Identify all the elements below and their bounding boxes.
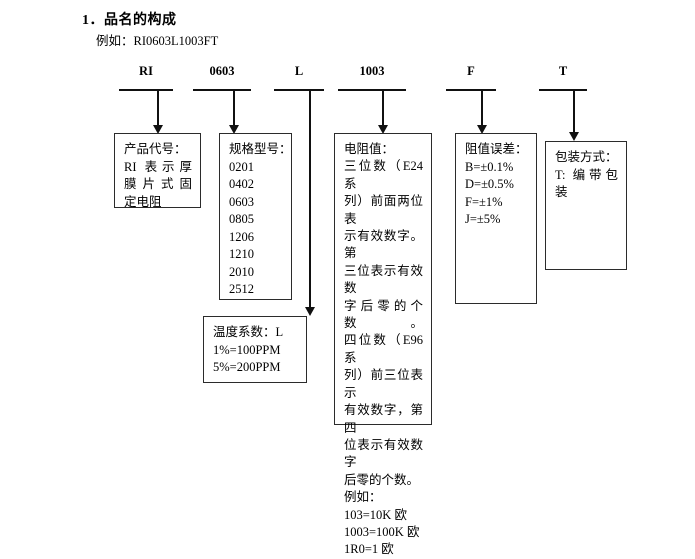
connector-stem-packaging [573, 89, 575, 134]
tempco-line-2: 5%=200PPM [213, 360, 281, 374]
size-value-0805: 0805 [229, 212, 254, 226]
arrowhead-tempco [305, 307, 315, 316]
size-value-0603: 0603 [229, 194, 254, 209]
example-line: 例如：RI0603L1003FT [96, 30, 218, 49]
box-tempco-heading: 温度系数：L [213, 325, 284, 339]
box-product-code: 产品代号： RI 表示厚 膜片式固 定电阻 [114, 133, 201, 209]
arrowhead-packaging [569, 132, 579, 141]
connector-bar-product [119, 89, 173, 91]
box-product-line-2: 膜片式固 [124, 177, 192, 191]
code-label-resistance: 1003 [359, 64, 385, 78]
resistance-line-10: 后零的个数。 [344, 472, 420, 487]
size-value-2010: 2010 [229, 264, 254, 279]
tolerance-line-d: D=±0.5% [465, 177, 514, 191]
connector-stem-tolerance [481, 89, 483, 127]
box-size-code: 规格型号： 0201 0402 0603 0805 1206 1210 2010… [219, 133, 292, 300]
connector-bar-size [193, 89, 251, 91]
box-tolerance-heading: 阻值误差： [465, 142, 528, 156]
tolerance-line-b: B=±0.1% [465, 159, 514, 174]
resistance-line-3: 示有效数字。第 [344, 229, 423, 261]
box-packaging: 包装方式： T: 编带包 装 [545, 141, 627, 270]
resistance-example-label: 例如： [344, 490, 382, 505]
connector-bar-tempco [274, 89, 324, 91]
box-product-heading: 产品代号： [124, 142, 187, 156]
box-resistance-value: 电阻值： 三位数（E24 系 列）前面两位表 示有效数字。第 三位表示有效数 字… [334, 133, 432, 556]
arrowhead-product [153, 125, 163, 134]
connector-stem-resistance [382, 89, 384, 127]
box-product-line-3: 定电阻 [124, 194, 162, 209]
resistance-line-1: 三位数（E24 系 [344, 159, 423, 191]
connector-bar-packaging [539, 89, 587, 91]
box-resistance-heading: 电阻值： [344, 142, 395, 156]
resistance-line-2: 列）前面两位表 [344, 194, 423, 226]
code-label-product: RI [139, 64, 153, 78]
size-value-0402: 0402 [229, 177, 254, 191]
code-label-size: 0603 [209, 64, 235, 78]
resistance-line-8: 有效数字，第四 [344, 403, 423, 435]
size-value-2512: 2512 [229, 282, 254, 296]
resistance-example-2: 1003=100K 欧 [344, 524, 420, 539]
resistance-line-7: 列）前三位表示 [344, 368, 423, 400]
packaging-line-2: 装 [555, 185, 568, 199]
connector-stem-tempco [309, 89, 311, 310]
connector-bar-tolerance [446, 89, 496, 91]
size-value-1210: 1210 [229, 247, 254, 261]
box-temperature-coefficient: 温度系数：L 1%=100PPM 5%=200PPM [203, 316, 307, 383]
arrowhead-size [229, 125, 239, 134]
code-label-packaging: T [558, 64, 568, 78]
example-label: 例如： [96, 34, 134, 48]
section-number: 1． [82, 13, 104, 28]
tolerance-line-j: J=±5% [465, 212, 501, 226]
code-label-tempco: L [294, 64, 304, 78]
packaging-line-1: T: 编带包 [555, 167, 618, 182]
resistance-example-1: 103=10K 欧 [344, 507, 407, 522]
connector-stem-size [233, 89, 235, 127]
connector-bar-resistance [338, 89, 406, 91]
size-value-0201: 0201 [229, 159, 254, 174]
tempco-line-1: 1%=100PPM [213, 342, 281, 357]
arrowhead-resistance [378, 125, 388, 134]
resistance-line-6: 四位数（E96 系 [344, 333, 423, 365]
box-product-line-1: RI 表示厚 [124, 159, 192, 174]
resistance-line-4: 三位表示有效数 [344, 263, 423, 296]
code-label-tolerance: F [467, 64, 475, 78]
page-title: 1．品名的构成 [82, 9, 177, 29]
arrowhead-tolerance [477, 125, 487, 134]
resistance-example-3: 1R0=1 欧 [344, 542, 394, 557]
connector-stem-product [157, 89, 159, 127]
box-size-heading: 规格型号： [229, 142, 292, 156]
tolerance-line-f: F=±1% [465, 194, 503, 209]
section-title-text: 品名的构成 [104, 13, 177, 28]
box-tolerance: 阻值误差： B=±0.1% D=±0.5% F=±1% J=±5% [455, 133, 537, 304]
resistance-line-9: 位表示有效数字 [344, 437, 423, 470]
size-value-1206: 1206 [229, 229, 254, 244]
resistance-line-5: 字后零的个数。 [344, 298, 423, 331]
example-value: RI0603L1003FT [133, 34, 219, 48]
box-packaging-heading: 包装方式： [555, 150, 618, 164]
